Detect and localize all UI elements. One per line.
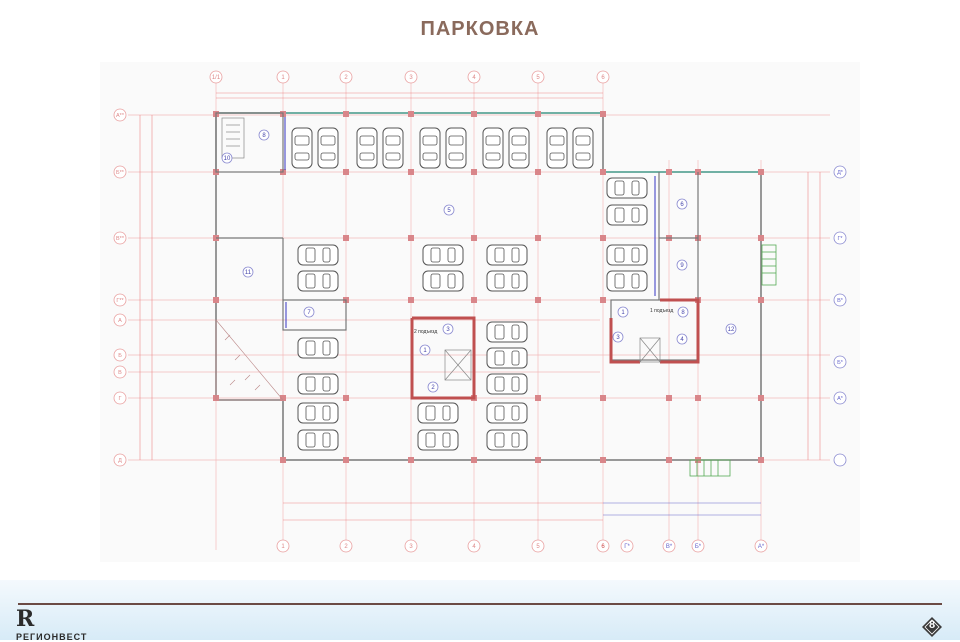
- axis-label: 1/1: [212, 75, 221, 81]
- room-number: 9: [680, 263, 684, 269]
- grid-lines: [128, 80, 830, 550]
- logo-text: РЕГИОНВЕСТ: [16, 632, 88, 642]
- logo-mark: R: [16, 606, 35, 632]
- axis-label: В**: [116, 236, 125, 242]
- footer-band: [0, 580, 960, 640]
- page-number-badge: 8: [922, 617, 942, 637]
- floor-plan-canvas: [100, 62, 860, 562]
- page-title: ПАРКОВКА: [420, 18, 540, 40]
- axis-label: Б: [118, 353, 122, 359]
- axis-label: 2: [344, 544, 348, 550]
- ramp: [215, 319, 284, 401]
- room-number: 8: [262, 133, 266, 139]
- axis-label: Г*: [837, 236, 843, 242]
- room-number: 8: [681, 310, 685, 316]
- footer-divider: [18, 603, 942, 605]
- axis-label: Д: [118, 458, 122, 464]
- company-logo: R РЕГИОНВЕСТ: [16, 606, 106, 642]
- axis-label: 4: [472, 75, 476, 81]
- axis-label: Б**: [116, 170, 125, 176]
- page-number: 8: [928, 619, 936, 631]
- axis-label: А*: [837, 396, 844, 402]
- room-number: 4: [680, 337, 684, 343]
- room-number: 7: [307, 310, 311, 316]
- room-number: 10: [224, 156, 231, 162]
- axis-label: Г: [119, 396, 122, 402]
- entrance-note-1: 1 подъезд: [650, 308, 673, 314]
- axis-label: А*: [758, 544, 765, 550]
- axis-markers-top: [209, 70, 610, 84]
- axis-label: 5: [536, 544, 540, 550]
- room-number: 2: [431, 385, 435, 391]
- axis-label: 3: [409, 75, 413, 81]
- room-number: 11: [245, 270, 252, 276]
- diamond-icon: [922, 617, 942, 637]
- axis-label: 1: [281, 75, 285, 81]
- axis-label: 2: [344, 75, 348, 81]
- room-number: 6: [680, 202, 684, 208]
- axis-label: Б*: [837, 360, 844, 366]
- parking-spaces-top: [291, 127, 594, 169]
- axis-label: 5: [536, 75, 540, 81]
- stair-core-left: [410, 316, 476, 400]
- room-number: 1: [621, 310, 625, 316]
- axis-label: 6: [601, 75, 605, 81]
- axis-markers-left: [113, 108, 127, 467]
- axis-label: В*: [837, 298, 844, 304]
- axis-label: В*: [666, 544, 673, 550]
- room-number: 3: [446, 327, 450, 333]
- axis-label: Б*: [695, 544, 702, 550]
- room-markers: [221, 129, 737, 393]
- dimension-lines: [139, 92, 821, 521]
- axis-label: Г**: [116, 298, 124, 304]
- axis-markers-bottom: [276, 539, 768, 553]
- axis-label: А**: [116, 113, 125, 119]
- stair-core-right: [609, 298, 700, 364]
- axis-label: 1: [281, 544, 285, 550]
- axis-label: 6: [601, 544, 605, 550]
- parking-spaces-middle: [297, 177, 648, 292]
- axis-markers-right: [833, 165, 847, 467]
- axis-label: 4: [472, 544, 476, 550]
- axis-label: Г*: [624, 544, 630, 550]
- axis-label: А: [118, 318, 122, 324]
- room-number: 1: [423, 348, 427, 354]
- room-number: 12: [728, 327, 735, 333]
- axis-label: В: [118, 370, 122, 376]
- room-number: 5: [447, 208, 451, 214]
- axis-label: 3: [409, 544, 413, 550]
- axis-label: Д*: [837, 170, 844, 176]
- entrance-note-2: 2 подъезд: [414, 329, 437, 335]
- room-number: 3: [616, 335, 620, 341]
